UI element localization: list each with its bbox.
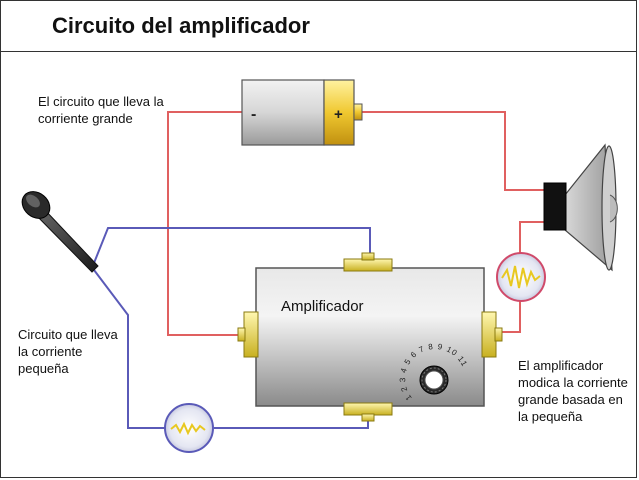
microphone [21, 191, 99, 273]
amplifier-top-connector [343, 258, 393, 272]
battery-positive-section [323, 79, 355, 146]
small-current-meter [164, 403, 214, 453]
speaker [543, 143, 618, 272]
amplifier-bottom-connector [343, 402, 393, 416]
big-current-wire [167, 111, 546, 336]
amplifier-body [255, 267, 485, 407]
battery-terminal [353, 103, 363, 121]
amplifier-right-connector [481, 311, 497, 358]
title-bar: Circuito del amplificador [0, 0, 637, 52]
amplifier-label: Amplificador [281, 298, 364, 315]
diagram-title: Circuito del amplificador [52, 13, 310, 38]
battery-minus-sign: - [251, 106, 256, 123]
amplifier-left-connector [243, 311, 259, 358]
battery: - + [241, 79, 363, 146]
battery-plus-sign: + [334, 106, 343, 123]
battery-negative-section [241, 79, 325, 146]
big-circuit-label: El circuito que lleva la corriente grand… [38, 94, 164, 126]
amplifier: 1 2 3 4 5 6 7 8 9 10 11 [237, 252, 503, 422]
amplifier-description-label: El amplificador modica la corriente gran… [518, 358, 628, 424]
large-current-meter [496, 252, 546, 302]
speaker-magnet [543, 182, 567, 231]
small-circuit-label: Circuito que lleva la corriente pequeña [18, 327, 118, 376]
